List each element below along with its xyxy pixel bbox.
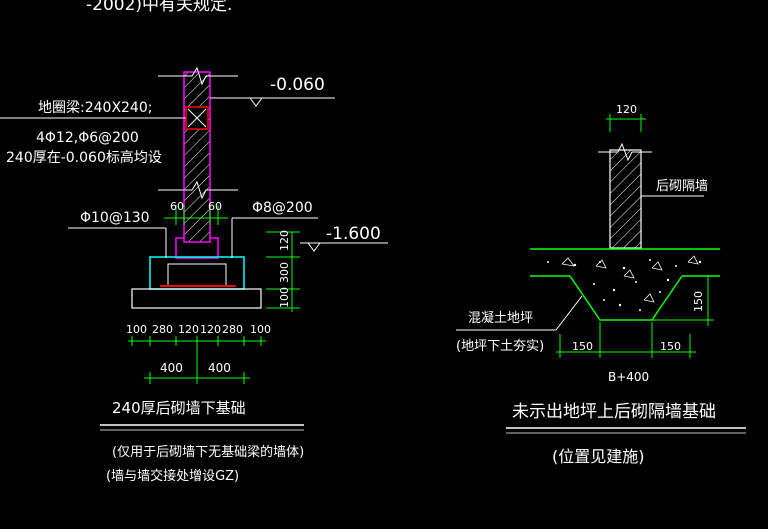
wall-section-left (183, 71, 211, 243)
left-title: 240厚后砌墙下基础 (112, 399, 246, 417)
slab-label: 混凝土地坪 (468, 310, 533, 326)
slab-note: (地坪下土夯实) (456, 339, 544, 354)
right-footing-detail: 120 后砌隔墙 混凝土地坪 ( (456, 103, 746, 466)
rebar-label: 4Φ12,Φ6@200 (36, 130, 139, 146)
break-mark-top (158, 66, 238, 86)
right-top-dim: 120 (616, 103, 637, 116)
right-subtitle: (位置见建施) (552, 447, 645, 466)
left-subtitle-2: (墙与墙交接处增设GZ) (106, 468, 239, 484)
vdim-300: 300 (278, 262, 291, 283)
stirrup-right-label: Φ8@200 (252, 200, 313, 216)
right-dim-right: 150 (660, 340, 681, 353)
vdim-120: 120 (278, 230, 291, 251)
dim-60-right: 60 (208, 200, 222, 213)
base-slab (131, 288, 262, 309)
right-height-dim: 150 (692, 291, 705, 312)
left-footing-detail: -0.060 地圈梁:240X240; 4Φ12,Φ6@200 240厚在-0.… (0, 66, 388, 484)
bdim-6: 100 (250, 323, 271, 336)
partition-wall-label: 后砌隔墙 (656, 179, 708, 194)
wall-step (175, 237, 219, 259)
half-width-right: 400 (208, 361, 231, 375)
half-width-left: 400 (160, 361, 183, 375)
dim-60-left: 60 (170, 200, 184, 213)
bdim-3: 120 (178, 323, 199, 336)
right-dim-left: 150 (572, 340, 593, 353)
concrete-aggregate (547, 259, 702, 311)
right-title: 未示出地坪上后砌隔墙基础 (512, 402, 716, 422)
bdim-4: 120 (200, 323, 221, 336)
ring-beam-label: 地圈梁:240X240; (38, 100, 152, 116)
break-mark-right (598, 142, 652, 162)
trench-outline (569, 275, 683, 321)
wall-section-right (609, 149, 642, 249)
footing-block (149, 256, 245, 290)
bdim-1: 100 (126, 323, 147, 336)
bdim-5: 280 (222, 323, 243, 336)
elevation-top: -0.060 (270, 75, 325, 95)
right-width-label: B+400 (608, 370, 649, 384)
bdim-2: 280 (152, 323, 173, 336)
concrete-triangles (561, 255, 699, 303)
note-label: 240厚在-0.060标高均设 (6, 149, 162, 166)
top-note: -2002)中有关规定. (86, 0, 232, 15)
left-subtitle-1: (仅用于后砌墙下无基础梁的墙体) (112, 444, 304, 460)
vdim-100: 100 (278, 287, 291, 308)
footing-inner (167, 263, 227, 287)
break-mark-mid (158, 180, 238, 200)
elevation-bottom: -1.600 (326, 224, 381, 244)
stirrup-left-label: Φ10@130 (80, 210, 150, 226)
